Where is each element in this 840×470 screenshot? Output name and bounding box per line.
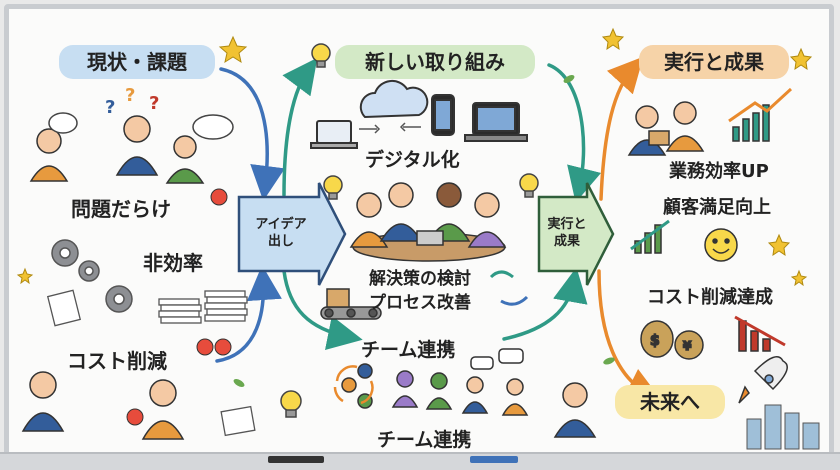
paper-stack-icons xyxy=(46,289,256,437)
smiley-face-icon xyxy=(704,228,738,262)
leaf-decorations xyxy=(233,75,615,387)
marker-blue xyxy=(470,456,518,463)
cycle-arrows-icon xyxy=(333,365,374,405)
lightbulb-icons xyxy=(280,43,539,418)
initiative-digitalization: デジタル化 xyxy=(365,149,460,171)
result-efficiency-up: 業務効率UP xyxy=(669,161,769,182)
new-initiatives-title: 新しい取り組み xyxy=(335,45,535,79)
svg-text:¥: ¥ xyxy=(683,339,692,353)
problem-label-inefficiency: 非効率 xyxy=(143,251,203,275)
svg-text:?: ? xyxy=(105,97,115,118)
problem-label-everywhere: 問題だらけ xyxy=(71,197,171,221)
current-issues-title: 現状・課題 xyxy=(59,45,215,79)
team-network-illustration xyxy=(341,348,529,416)
execute-arrow-shape xyxy=(537,182,615,286)
results-title: 実行と成果 xyxy=(639,45,789,79)
question-marks: ??? xyxy=(105,85,159,118)
thought-bubbles xyxy=(48,112,234,140)
result-cost-reduction-achieved: コスト削減達成 xyxy=(647,287,773,308)
gear-icons xyxy=(51,239,133,313)
initiative-solution-review: 解決策の検討 xyxy=(369,269,471,289)
growth-chart-icon xyxy=(630,87,793,352)
svg-text:$: $ xyxy=(650,333,660,349)
initiative-process-improvement: プロセス改善 xyxy=(369,293,471,313)
result-customer-satisfaction: 顧客満足向上 xyxy=(663,197,771,218)
marker-black xyxy=(268,456,324,463)
ideation-label: アイデア 出し xyxy=(255,217,307,249)
problem-label-cost-reduction: コスト削減 xyxy=(67,349,167,373)
worried-people-illustration xyxy=(21,115,205,440)
team-meeting-illustration xyxy=(349,182,507,262)
execute-results-label: 実行と 成果 xyxy=(547,217,587,249)
city-skyline-icon xyxy=(746,404,820,450)
whiteboard-tray xyxy=(0,452,840,470)
money-bags-icon: $ ¥ xyxy=(640,320,704,360)
process-conveyor-illustration xyxy=(320,288,382,320)
whiteboard-illustrations: ??? xyxy=(16,27,820,450)
flow-arrow-top-left xyxy=(215,56,662,401)
whiteboard: ??? xyxy=(4,4,834,458)
results-people-illustration xyxy=(553,101,705,438)
ideation-arrow-shape xyxy=(237,182,347,286)
svg-text:?: ? xyxy=(125,85,135,106)
digital-devices-illustration xyxy=(310,79,528,149)
rocket-icon xyxy=(738,356,788,404)
stress-faces-icons xyxy=(126,188,232,426)
future-label: 未来へ xyxy=(615,385,725,419)
initiative-team-collaboration: チーム連携 xyxy=(361,339,456,361)
bottom-team-collaboration-label: チーム連携 xyxy=(377,429,472,451)
svg-text:?: ? xyxy=(149,93,159,114)
